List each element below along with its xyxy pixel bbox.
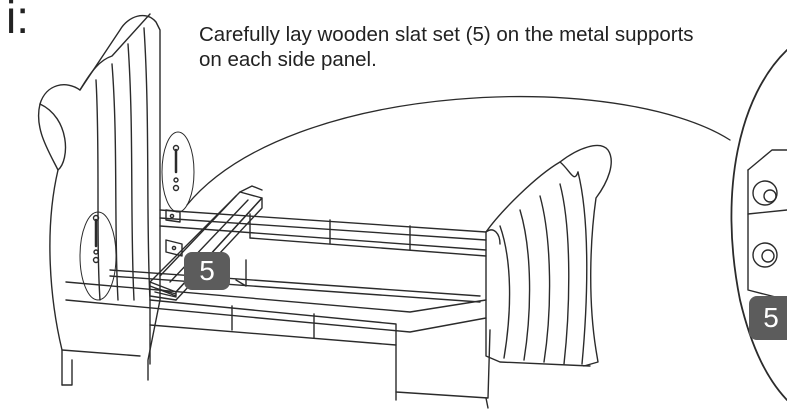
footboard [485, 144, 612, 367]
part-number-badge-main: 5 [184, 252, 230, 290]
side-rail-back [159, 209, 487, 257]
wooden-slat-set [149, 185, 263, 301]
instruction-text: Carefully lay wooden slat set (5) on the… [199, 23, 694, 71]
side-rail-front [65, 281, 491, 409]
headboard [37, 13, 161, 386]
part-number-badge-detail: 5 [749, 296, 787, 340]
detail-callout [186, 49, 787, 401]
metal-brackets [165, 209, 183, 257]
bolt-callouts [79, 131, 195, 301]
step-letter: i: [6, 0, 29, 43]
